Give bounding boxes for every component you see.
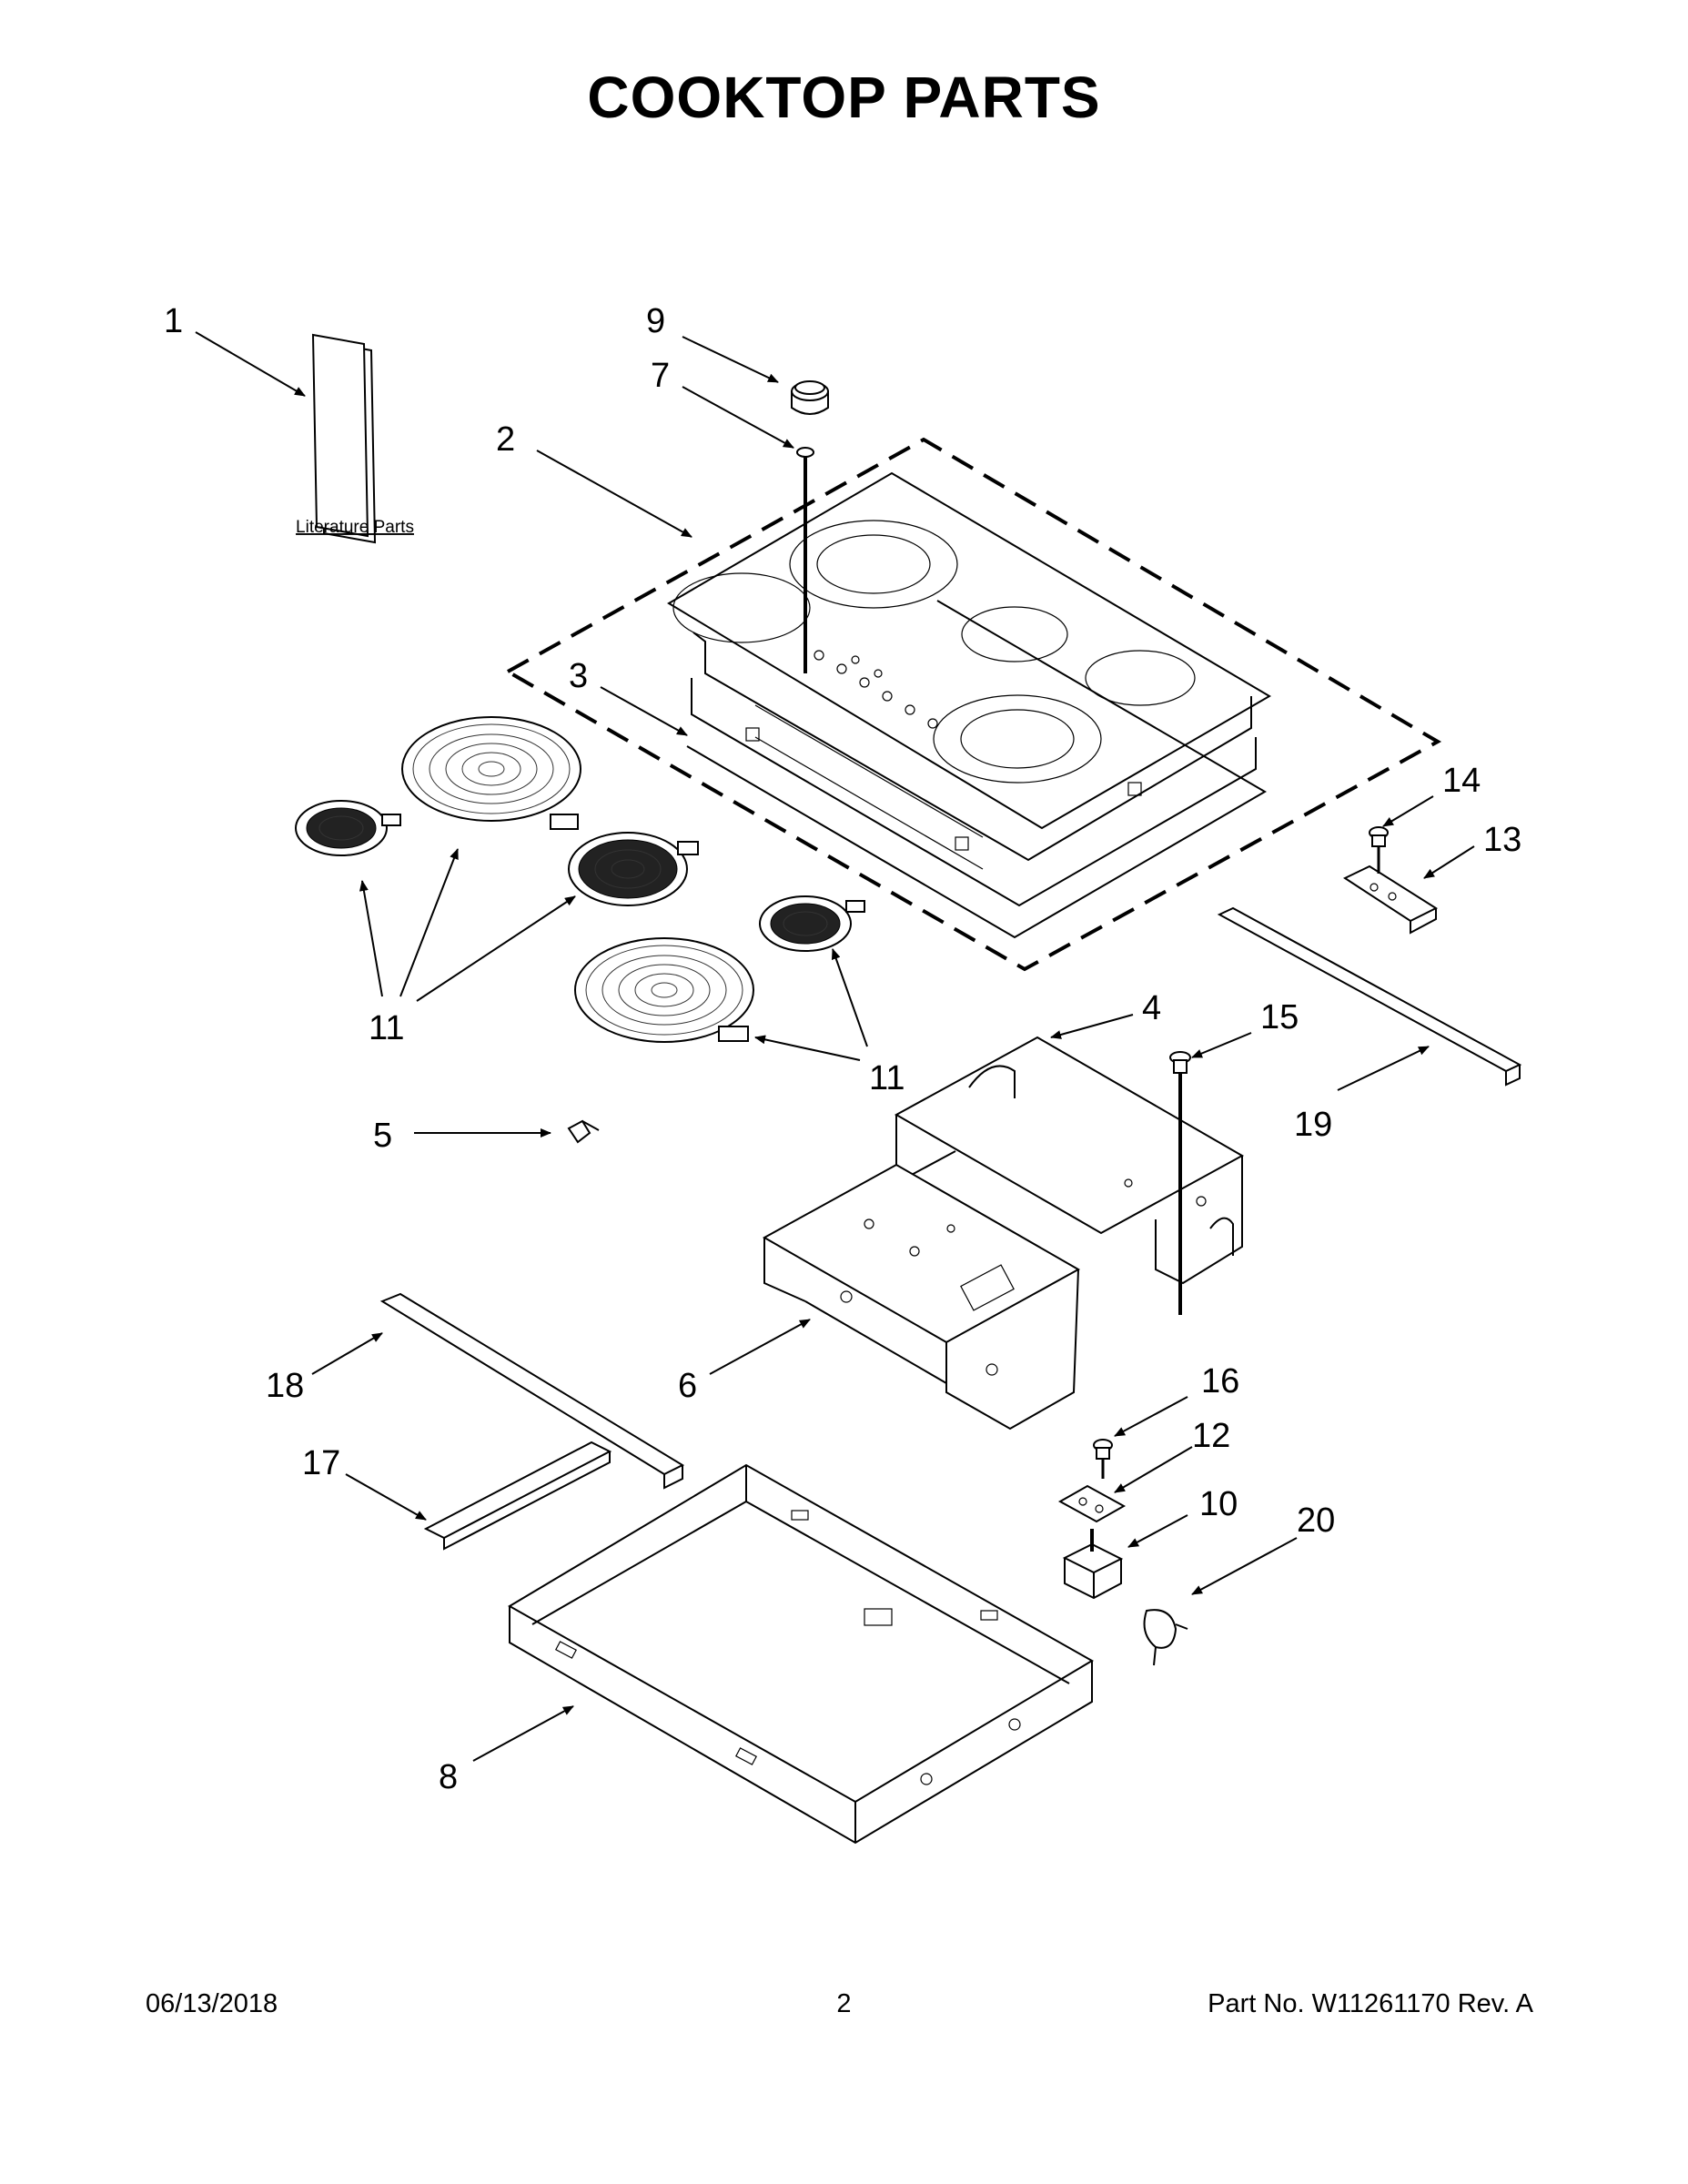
control-box-housing — [762, 1163, 1081, 1431]
callout-19: 19 — [1294, 1106, 1332, 1144]
callout-15: 15 — [1260, 998, 1299, 1036]
chassis-box — [508, 1463, 1094, 1845]
switch-mounting-plate — [1057, 1484, 1127, 1523]
callout-2: 2 — [496, 420, 515, 459]
wire-clip — [567, 1119, 600, 1144]
callout-16: 16 — [1201, 1362, 1239, 1400]
callout-11-left: 11 — [369, 1009, 404, 1047]
bracket-screw — [1369, 826, 1389, 874]
cooktop-glass-assembly — [503, 437, 1442, 972]
callout-12: 12 — [1192, 1417, 1230, 1455]
literature-booklet: Literature Parts — [296, 333, 414, 544]
side-rail — [423, 1441, 612, 1551]
page-title: COOKTOP PARTS — [587, 65, 1101, 130]
callout-4: 4 — [1142, 989, 1161, 1027]
control-knob-shaft — [796, 447, 814, 673]
burner-element-small-right — [759, 895, 865, 952]
callout-3: 3 — [569, 657, 588, 695]
callout-5: 5 — [373, 1117, 392, 1155]
callout-7: 7 — [651, 357, 670, 395]
burner-element-large-right — [574, 937, 754, 1043]
terminal-connector — [1143, 1609, 1188, 1666]
leader-arrows — [195, 331, 1475, 1762]
burner-element-medium-center — [568, 832, 699, 906]
burner-element-small-left — [295, 800, 401, 856]
cooktop-frame — [686, 600, 1267, 939]
control-markings — [814, 650, 938, 729]
callout-1: 1 — [164, 302, 183, 340]
callout-18: 18 — [266, 1367, 304, 1405]
callout-9: 9 — [646, 302, 665, 340]
callout-6: 6 — [678, 1367, 697, 1405]
callout-20: 20 — [1297, 1502, 1335, 1540]
trim-strip — [1217, 906, 1522, 1087]
callout-14: 14 — [1442, 762, 1481, 800]
literature-parts-label: Literature Parts — [296, 518, 414, 537]
callout-17: 17 — [302, 1444, 340, 1482]
footer-date: 06/13/2018 — [146, 1989, 278, 2018]
callout-labels: 1 2 3 4 5 6 7 8 9 10 11 11 12 13 14 15 1… — [164, 302, 1521, 1796]
callout-10: 10 — [1199, 1485, 1238, 1523]
switch-screw — [1093, 1439, 1113, 1479]
small-bracket — [1342, 864, 1439, 935]
callout-8: 8 — [439, 1758, 458, 1796]
footer-part-number: Part No. W11261170 Rev. A — [1208, 1989, 1533, 2018]
mounting-screw — [1169, 1051, 1191, 1315]
control-knob — [791, 380, 829, 415]
footer-page-number: 2 — [836, 1989, 852, 2018]
callout-11-right: 11 — [869, 1059, 905, 1097]
infinite-switch — [1062, 1529, 1124, 1600]
burner-element-large-left — [401, 716, 581, 830]
front-rail — [379, 1292, 685, 1490]
callout-13: 13 — [1483, 821, 1521, 859]
